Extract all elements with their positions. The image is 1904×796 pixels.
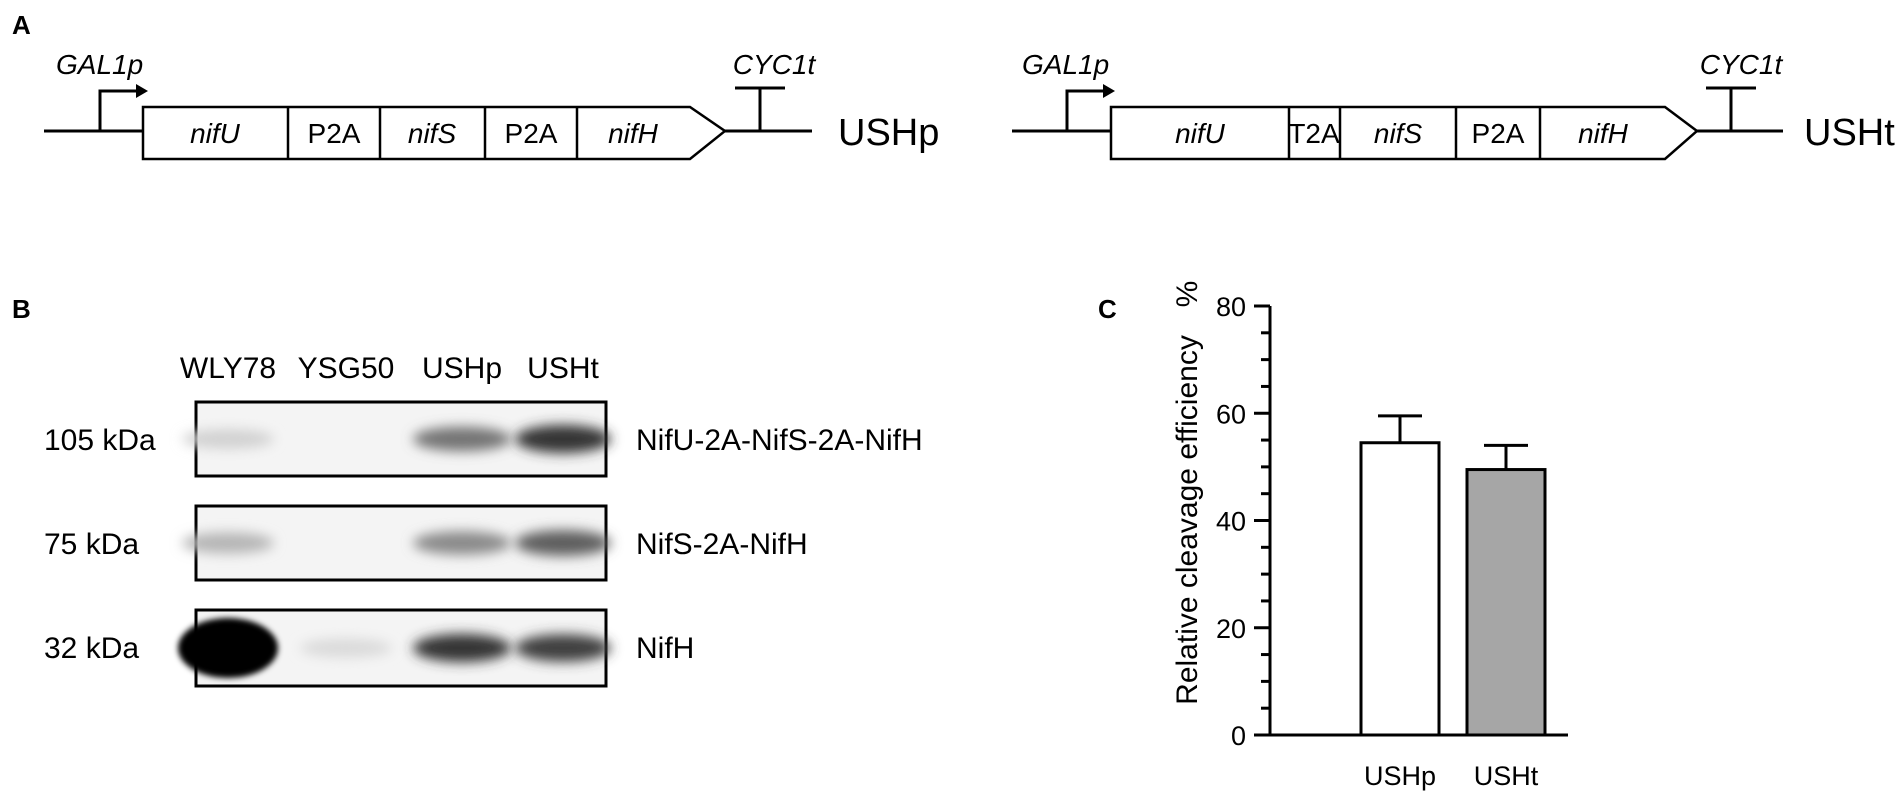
blot-band — [300, 638, 392, 658]
blot-band — [178, 618, 278, 678]
y-tick-label: 0 — [1231, 721, 1246, 751]
terminator-icon — [735, 86, 785, 131]
marker-label: 105 kDa — [44, 424, 156, 457]
lane-label: WLY78 — [180, 352, 276, 385]
y-tick-label: 60 — [1216, 399, 1246, 429]
blot-75kda: 75 kDa NifS-2A-NifH — [44, 504, 808, 582]
blot-band — [182, 429, 274, 449]
segment-label: P2A — [308, 118, 361, 149]
lane-label: YSG50 — [298, 352, 395, 385]
segment-label: P2A — [505, 118, 558, 149]
blot-band — [413, 531, 511, 555]
promoter-arrow-icon — [98, 89, 140, 131]
y-axis-unit: % — [1171, 281, 1204, 308]
y-tick-label: 20 — [1216, 614, 1246, 644]
lane-labels: WLY78 YSG50 USHp USHt — [180, 352, 600, 385]
segment-label: nifH — [1578, 118, 1629, 149]
terminator-icon — [1706, 86, 1756, 131]
promoter-label: GAL1p — [56, 49, 143, 80]
terminator-label: CYC1t — [733, 49, 817, 80]
x-tick-label: USHp — [1364, 761, 1436, 791]
band-label: NifH — [636, 632, 694, 665]
blot-band — [515, 634, 611, 662]
segment-label: nifS — [408, 118, 457, 149]
blot-band — [515, 424, 611, 454]
panel-c-letter: C — [1098, 294, 1117, 324]
construct-ushp: GAL1p nifU P2A nifS P2A nifH CYC1t USHp — [44, 49, 939, 161]
segment-label: nifU — [190, 118, 241, 149]
lane-label: USHp — [422, 352, 502, 385]
arrowhead-icon — [1103, 84, 1115, 98]
bar-chart: USHp USHt 0 20 40 60 80 Relative cleavage eff… — [1171, 281, 1568, 791]
construct-name: USHt — [1804, 112, 1895, 154]
segment-label: P2A — [1472, 118, 1525, 149]
arrowhead-icon — [136, 84, 148, 98]
promoter-label: GAL1p — [1022, 49, 1109, 80]
promoter-arrow-icon — [1065, 89, 1107, 131]
construct-name: USHp — [838, 112, 939, 154]
segment-label: nifU — [1175, 118, 1226, 149]
band-label: NifS-2A-NifH — [636, 528, 808, 561]
segment-label: nifH — [608, 118, 659, 149]
lane-label: USHt — [527, 352, 599, 385]
x-tick-label: USHt — [1474, 761, 1539, 791]
marker-label: 32 kDa — [44, 632, 139, 665]
bar — [1359, 441, 1441, 737]
blot-32kda: 32 kDa NifH — [44, 608, 694, 688]
bar — [1465, 468, 1547, 737]
marker-label: 75 kDa — [44, 528, 139, 561]
blot-band — [413, 426, 511, 452]
blot-band — [182, 532, 274, 554]
blot-105kda: 105 kDa NifU-2A-NifS-2A-NifH — [44, 400, 923, 478]
segment-label: nifS — [1374, 118, 1423, 149]
y-axis-label: Relative cleavage efficiency — [1171, 335, 1204, 705]
blot-band — [515, 530, 611, 556]
panel-b-letter: B — [12, 294, 31, 324]
panel-a-letter: A — [12, 10, 31, 40]
y-tick-label: 80 — [1216, 292, 1246, 322]
construct-usht: GAL1p nifU T2A nifS P2A nifH CYC1t USHt — [1012, 49, 1895, 161]
gene-box — [1109, 105, 1699, 161]
blot-band — [413, 633, 511, 663]
segment-label: T2A — [1288, 118, 1340, 149]
band-label: NifU-2A-NifS-2A-NifH — [636, 424, 923, 457]
y-tick-label: 40 — [1216, 507, 1246, 537]
terminator-label: CYC1t — [1700, 49, 1784, 80]
